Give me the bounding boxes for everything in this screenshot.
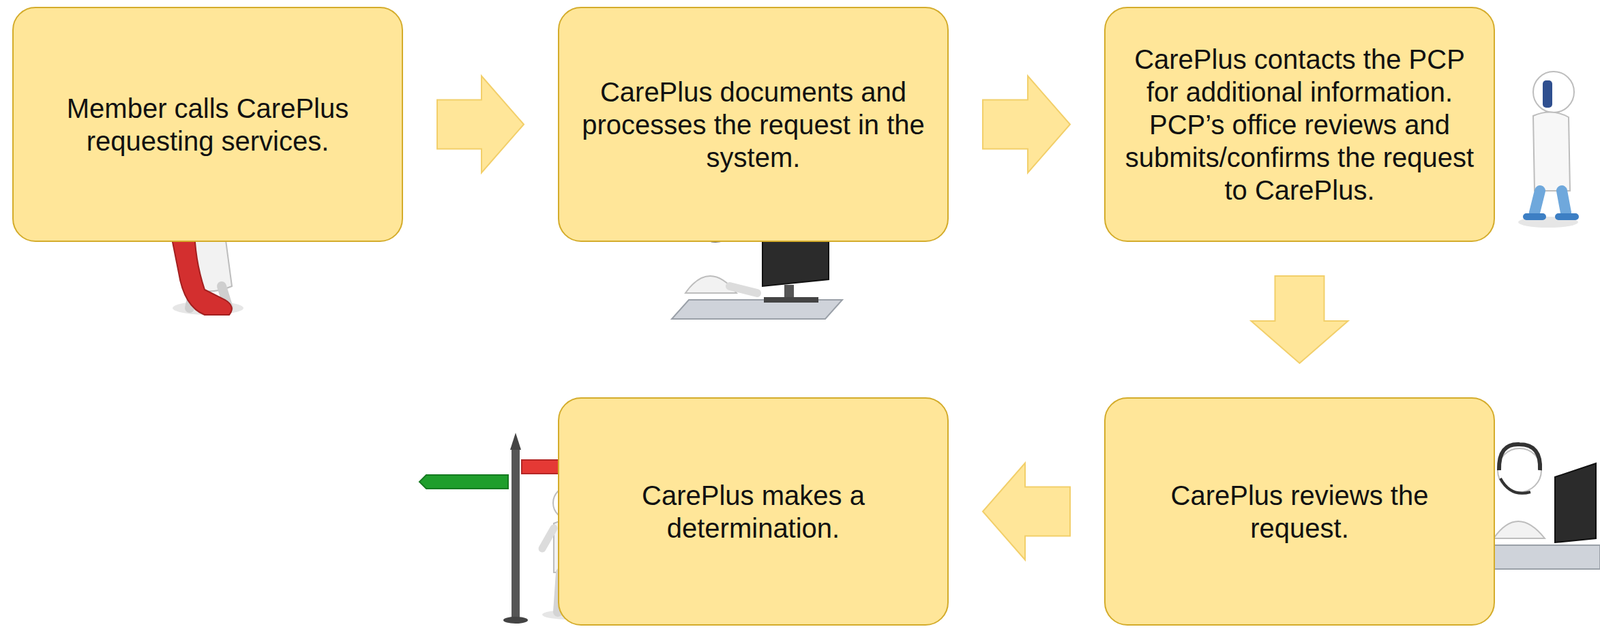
step-text: Member calls CarePlus requesting service… <box>25 92 390 158</box>
step-text: CarePlus contacts the PCP for additional… <box>1117 42 1482 207</box>
block-arrow <box>982 463 1071 561</box>
step-text: CarePlus documents and processes the req… <box>571 75 936 174</box>
process-box: CarePlus contacts the PCP for additional… <box>1104 6 1495 243</box>
step-text: CarePlus makes a determination. <box>571 479 936 545</box>
process-box: CarePlus makes a determination. <box>557 397 949 627</box>
block-arrow <box>1251 276 1349 364</box>
process-box: CarePlus documents and processes the req… <box>557 6 949 243</box>
process-box: CarePlus reviews the request. <box>1104 397 1495 627</box>
step-text: CarePlus reviews the request. <box>1117 479 1482 545</box>
doctor-figure <box>1518 71 1579 228</box>
block-arrow <box>437 76 524 174</box>
block-arrow <box>982 76 1071 174</box>
process-box: Member calls CarePlus requesting service… <box>12 6 404 243</box>
